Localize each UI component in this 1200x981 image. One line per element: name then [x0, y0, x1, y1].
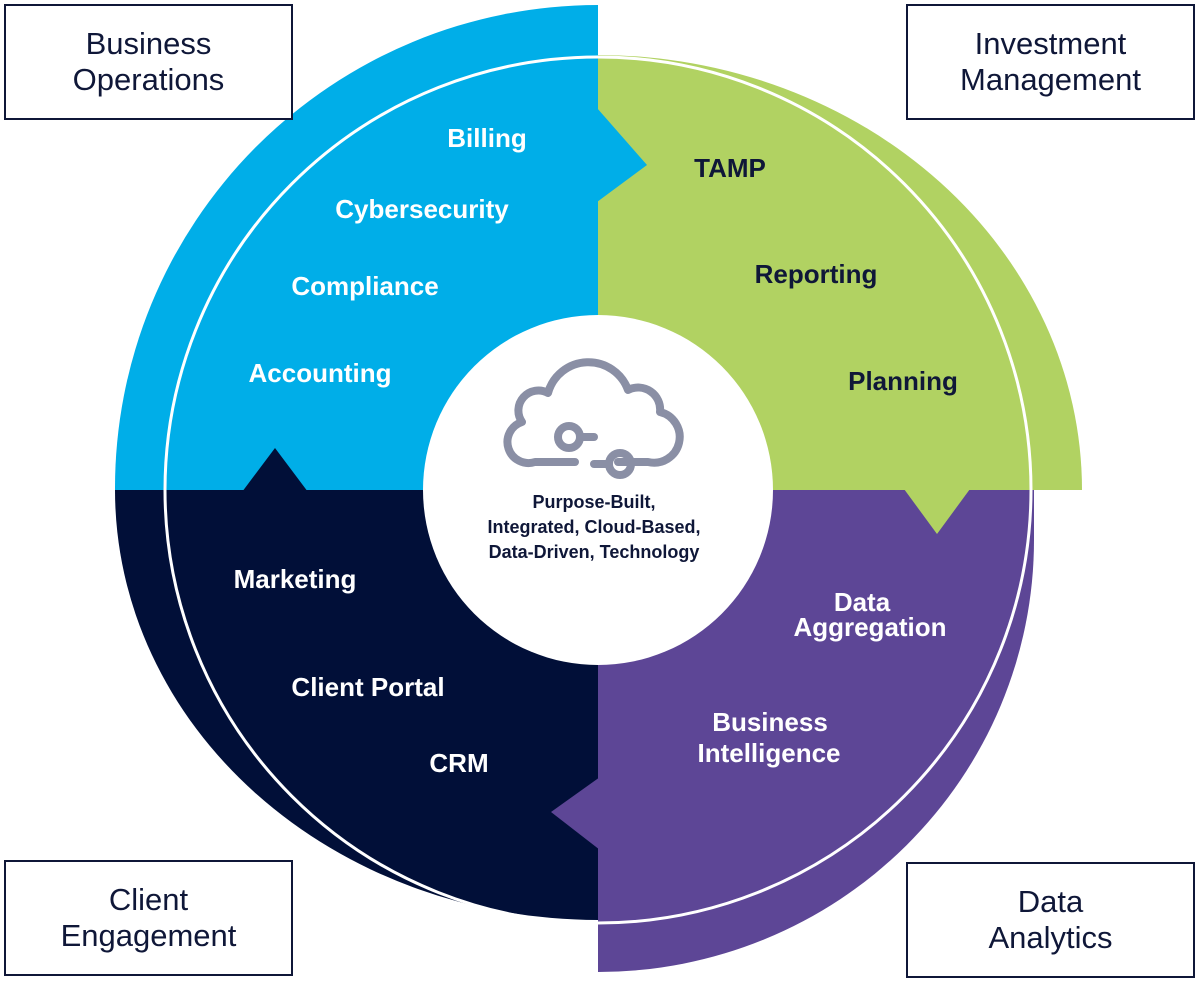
business-operations-box: Business Operations: [4, 4, 293, 120]
investment-management-box: Investment Management: [906, 4, 1195, 120]
operations-arrow: [597, 108, 647, 202]
investment-item: Reporting: [755, 259, 878, 289]
center-caption: Purpose-Built, Integrated, Cloud-Based, …: [487, 492, 700, 562]
center-caption-line: Data-Driven, Technology: [489, 542, 700, 562]
engagement-items: Marketing Client Portal CRM: [234, 564, 489, 778]
operations-item: Billing: [447, 123, 526, 153]
analytics-item: Aggregation: [793, 612, 946, 642]
analytics-item: Intelligence: [697, 738, 840, 768]
client-engagement-label: Client Engagement: [60, 882, 237, 953]
client-engagement-box: Client Engagement: [4, 860, 293, 976]
center-circle: [423, 315, 773, 665]
investment-management-label: Investment Management: [960, 26, 1141, 97]
investment-item: Planning: [848, 366, 958, 396]
operations-item: Compliance: [291, 271, 438, 301]
analytics-item: Data: [834, 587, 891, 617]
engagement-item: CRM: [429, 748, 488, 778]
operations-items: Billing Cybersecurity Compliance Account…: [249, 123, 527, 388]
investment-items: TAMP Reporting Planning: [694, 153, 958, 396]
engagement-item: Marketing: [234, 564, 357, 594]
data-analytics-label: Data Analytics: [988, 884, 1113, 955]
analytics-arrow: [551, 777, 600, 850]
investment-item: TAMP: [694, 153, 766, 183]
business-operations-label: Business Operations: [72, 26, 225, 97]
engagement-item: Client Portal: [291, 672, 444, 702]
investment-arrow: [904, 489, 970, 534]
cloud-icon: [503, 358, 684, 479]
analytics-items: Data Aggregation Business Intelligence: [697, 587, 946, 768]
operations-item: Cybersecurity: [335, 194, 509, 224]
engagement-arrow: [242, 448, 308, 492]
operations-item: Accounting: [249, 358, 392, 388]
center-caption-line: Integrated, Cloud-Based,: [487, 517, 700, 537]
center-caption-line: Purpose-Built,: [532, 492, 655, 512]
analytics-item: Business: [712, 707, 828, 737]
data-analytics-box: Data Analytics: [906, 862, 1195, 978]
inner-ring: [163, 55, 1033, 925]
